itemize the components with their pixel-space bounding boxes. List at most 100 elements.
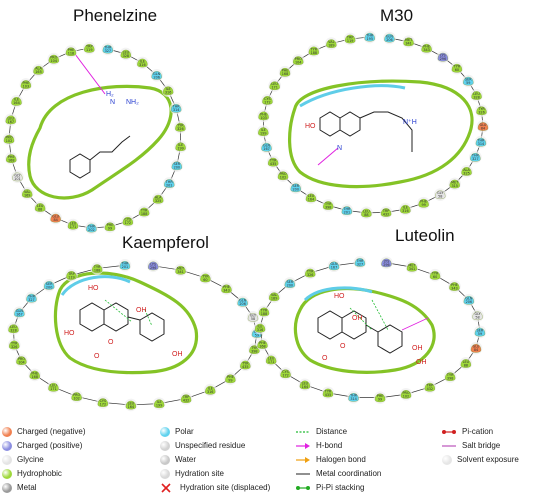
residue-shape	[8, 324, 19, 333]
residue-name: CYS	[264, 97, 271, 101]
residue-shape	[265, 355, 277, 365]
residue-name: LYS	[150, 262, 156, 266]
residue-name: TYR	[201, 274, 209, 278]
residue-name: TRP	[67, 272, 74, 276]
residue-shape	[66, 271, 77, 280]
residue-name: GLY	[437, 191, 444, 195]
residue-name: TYR	[324, 389, 332, 393]
residue-shape	[125, 400, 137, 410]
legend-item: Metal coordination	[296, 468, 381, 479]
ligand-atom-label: OH	[416, 359, 427, 366]
residue-shape	[308, 46, 319, 56]
legend-label: Water	[175, 455, 197, 464]
residue-number: 167	[263, 147, 269, 151]
residue-shape	[261, 142, 272, 152]
residue-number: 398	[325, 205, 331, 209]
residue-name: ILE	[403, 206, 408, 210]
residue-shape	[326, 39, 337, 48]
residue-number: 172	[100, 403, 106, 407]
residue-number: 99	[108, 227, 112, 231]
pocket-outline	[53, 271, 199, 375]
residue-number: 58	[438, 195, 442, 199]
residue-shape	[43, 281, 55, 290]
residue-name: GLN	[16, 309, 24, 313]
residue-name: GLN	[465, 297, 473, 301]
residue-number: 314	[478, 142, 484, 146]
residue-name: MET	[177, 267, 185, 271]
legend-swatch-icon	[2, 482, 12, 493]
residue-name: MET	[451, 180, 459, 184]
residue-shape	[164, 179, 175, 188]
residue-name: LEU	[37, 204, 44, 208]
residue-number: 435	[242, 365, 248, 369]
residue-shape	[71, 392, 82, 401]
legend-item: Water	[160, 454, 196, 465]
residue-name: PRO	[295, 57, 302, 61]
residue-shape	[380, 208, 392, 217]
residue-number: 59	[255, 333, 259, 337]
residue-shape	[451, 63, 463, 73]
residue-number: 104	[51, 59, 57, 63]
legend-line-icon	[296, 485, 310, 490]
residue-number: 432	[427, 387, 433, 391]
residue-shape	[258, 307, 270, 317]
legend-item: Charged (negative)	[2, 426, 85, 437]
residue-number: 59	[478, 332, 482, 336]
residue-shape	[290, 183, 301, 193]
residue-shape	[225, 374, 236, 384]
residue-name: LEU	[268, 356, 275, 360]
legend: Charged (negative)Charged (positive)Glyc…	[0, 422, 550, 499]
residue-shape	[171, 161, 182, 171]
legend-swatch-icon	[2, 454, 12, 465]
residue-name: VAL	[271, 293, 277, 297]
ligand-atom-label: O	[340, 343, 346, 350]
residue-shape	[323, 201, 334, 210]
residue-number: 84	[481, 126, 485, 130]
pocket-outline	[287, 79, 474, 189]
residue-number: 58	[251, 317, 255, 321]
residue-shape	[104, 222, 116, 232]
residue-shape	[299, 380, 311, 390]
residue-name: PHE	[223, 285, 230, 289]
residue-name: TYR	[260, 308, 268, 312]
residue-name: ILE	[157, 400, 162, 404]
residue-name: GLN	[386, 34, 394, 38]
residue-number: 172	[282, 374, 288, 378]
residue-number: 328	[123, 54, 129, 58]
residue-shape	[175, 123, 186, 132]
residue-shape	[26, 293, 37, 303]
legend-item: Metal	[2, 482, 37, 493]
residue-number: 167	[8, 120, 14, 124]
residue-name: CYS	[125, 218, 132, 222]
residue-name: TYR	[324, 202, 332, 206]
residue-shape	[240, 360, 251, 370]
residue-shape	[14, 308, 25, 318]
residue-name: TYR	[93, 265, 101, 269]
residue-name: TYR	[453, 65, 461, 69]
residue-name: THR	[471, 154, 480, 158]
residue-name: ILE	[14, 98, 19, 102]
residue-name: GLY	[250, 314, 257, 318]
residue-shape	[445, 372, 456, 381]
residue-number: 168	[8, 158, 14, 162]
